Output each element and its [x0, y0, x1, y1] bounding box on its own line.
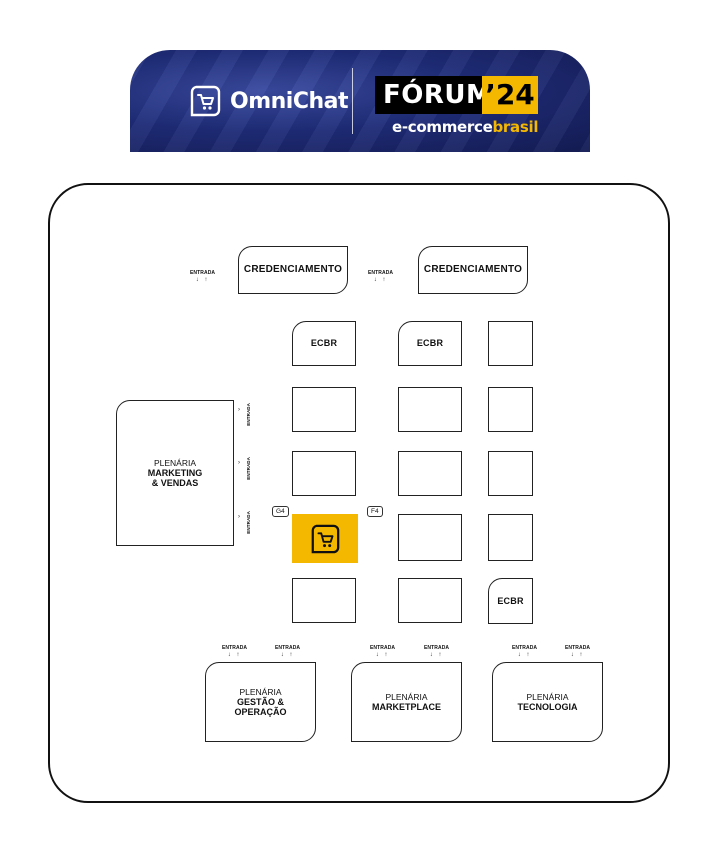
plenaria-marketplace[interactable]: PLENÁRIA MARKETPLACE — [351, 662, 462, 742]
booth-ecbr-1[interactable]: ECBR — [292, 321, 356, 366]
plenary-line1: PLENÁRIA — [526, 692, 569, 702]
plenary-line1: PLENÁRIA — [153, 458, 197, 468]
entrance-arrows: ↓ ↑ — [280, 652, 295, 658]
plenary-line3: OPERAÇÃO — [234, 707, 287, 717]
credenciamento-label: CREDENCIAMENTO — [423, 264, 523, 276]
event-subtitle: e-commercebrasil — [392, 118, 538, 136]
side-entrance-label-3: ENTRADA — [246, 511, 251, 534]
plenary-label: PLENÁRIA MARKETING & VENDAS — [148, 458, 203, 488]
plenary-label: PLENÁRIA MARKETPLACE — [372, 692, 441, 712]
entrance-arrows: ↓ ↑ — [429, 652, 444, 658]
plenary-line2: MARKETPLACE — [372, 702, 441, 712]
credenciamento-booth-1[interactable]: CREDENCIAMENTO — [238, 246, 348, 294]
booth[interactable] — [292, 578, 356, 623]
entrance-arrows: ↓ ↑ — [227, 652, 242, 658]
booth[interactable] — [398, 578, 462, 623]
plenaria-gestao-operacao[interactable]: PLENÁRIA GESTÃO & OPERAÇÃO — [205, 662, 316, 742]
entrance-arrows: ↓ ↑ — [570, 652, 585, 658]
omnichat-cart-icon — [190, 85, 221, 117]
booth-label: ECBR — [416, 338, 444, 349]
plenary-line2: TECNOLOGIA — [517, 702, 578, 712]
event-title: FÓRUM — [375, 76, 501, 114]
event-banner: OmniChat FÓRUM ’24 e-commercebrasil — [130, 50, 590, 152]
plenaria-marketing-vendas[interactable]: PLENÁRIA MARKETING & VENDAS — [116, 400, 234, 546]
booth-tag-f4: F4 — [367, 506, 383, 517]
plenary-line1: PLENÁRIA — [385, 692, 428, 702]
plenaria-tecnologia[interactable]: PLENÁRIA TECNOLOGIA — [492, 662, 603, 742]
omnichat-booth-g4[interactable] — [292, 514, 358, 563]
entrance-arrow: › — [238, 460, 240, 466]
entrance-label: ENTRADA — [368, 270, 394, 276]
entrance-label: ENTRADA — [424, 645, 450, 651]
plenary-label: PLENÁRIA GESTÃO & OPERAÇÃO — [234, 687, 286, 717]
entrance-arrows: ↓ ↑ — [375, 652, 390, 658]
entrance-tecnologia-2: ENTRADA ↓ ↑ — [565, 645, 590, 659]
booth[interactable] — [292, 451, 356, 496]
booth[interactable] — [398, 387, 462, 432]
entrance-gestao-2: ENTRADA ↓ ↑ — [275, 645, 300, 659]
entrance-arrow: › — [238, 514, 240, 520]
side-entrance-label-1: ENTRADA — [246, 403, 251, 426]
event-subtitle-brasil: brasil — [492, 118, 539, 136]
booth-tag-g4: G4 — [272, 506, 289, 517]
entrance-top-left: ENTRADA ↓ ↑ — [190, 270, 215, 284]
brand-name: OmniChat — [230, 88, 349, 114]
event-subtitle-ecommerce: e-commerce — [392, 118, 493, 136]
booth-f4[interactable] — [398, 514, 462, 561]
entrance-top-middle: ENTRADA ↓ ↑ — [368, 270, 393, 284]
entrance-arrows: ↓ ↑ — [373, 277, 388, 283]
booth[interactable] — [488, 387, 533, 432]
event-year: ’24 — [482, 76, 538, 114]
entrance-label: ENTRADA — [190, 270, 216, 276]
booth[interactable] — [488, 514, 533, 561]
plenary-line2: GESTÃO & — [236, 697, 284, 707]
entrance-arrow: › — [238, 407, 240, 413]
plenary-line1: PLENÁRIA — [239, 687, 282, 697]
entrance-label: ENTRADA — [275, 645, 301, 651]
venue-floor-map: ENTRADA ↓ ↑ ENTRADA ↓ ↑ CREDENCIAMENTO C… — [48, 183, 670, 803]
plenary-line3: & VENDAS — [151, 478, 199, 488]
omnichat-logo: OmniChat — [188, 84, 349, 118]
entrance-arrows: ↓ ↑ — [517, 652, 532, 658]
entrance-marketplace-2: ENTRADA ↓ ↑ — [424, 645, 449, 659]
banner-divider — [352, 68, 353, 134]
entrance-label: ENTRADA — [565, 645, 591, 651]
plenary-label: PLENÁRIA TECNOLOGIA — [518, 692, 578, 712]
booth-ecbr-3[interactable]: ECBR — [488, 578, 533, 624]
booth[interactable] — [488, 321, 533, 366]
booth-ecbr-2[interactable]: ECBR — [398, 321, 462, 366]
entrance-marketplace-1: ENTRADA ↓ ↑ — [370, 645, 395, 659]
side-entrance-label-2: ENTRADA — [246, 457, 251, 480]
booth[interactable] — [398, 451, 462, 496]
omnichat-cart-icon — [311, 524, 340, 553]
entrance-label: ENTRADA — [512, 645, 538, 651]
entrance-label: ENTRADA — [222, 645, 248, 651]
booth[interactable] — [292, 387, 356, 432]
booth-label: ECBR — [497, 595, 524, 606]
plenary-line2: MARKETING — [147, 468, 203, 478]
credenciamento-booth-2[interactable]: CREDENCIAMENTO — [418, 246, 528, 294]
booth[interactable] — [488, 451, 533, 496]
entrance-label: ENTRADA — [370, 645, 396, 651]
entrance-gestao-1: ENTRADA ↓ ↑ — [222, 645, 247, 659]
entrance-arrows: ↓ ↑ — [195, 277, 210, 283]
credenciamento-label: CREDENCIAMENTO — [243, 264, 343, 276]
entrance-tecnologia-1: ENTRADA ↓ ↑ — [512, 645, 537, 659]
booth-label: ECBR — [310, 338, 338, 349]
